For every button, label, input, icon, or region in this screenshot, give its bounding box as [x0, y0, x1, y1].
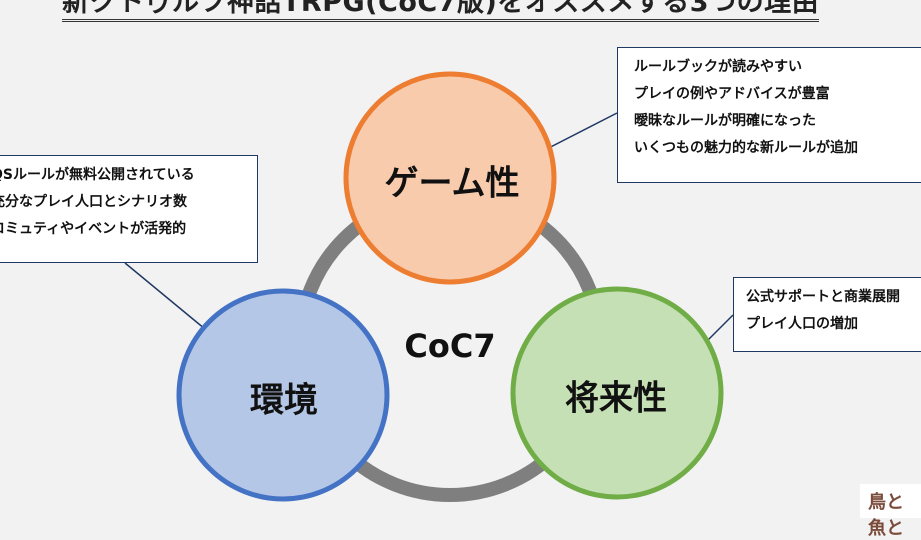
circle-left [176, 288, 390, 502]
label-environment: 環境 [250, 380, 318, 421]
label-game: ゲーム性 [384, 163, 520, 204]
box-future: 公式サポートと商業展開 プレイ人口の増加 [733, 277, 921, 352]
label-future: 将来性 [565, 378, 667, 419]
box-line: プレイの例やアドバイスが豊富 [634, 86, 830, 102]
circle-top [343, 71, 557, 285]
center-label: CoC7 [404, 327, 496, 365]
box-environment: QSルールが無料公開されている 充分なプレイ人口とシナリオ数 コミュティやイベン… [0, 155, 258, 263]
box-line: 曖昧なルールが明確になった [634, 113, 816, 129]
box-line: いくつもの魅力的な新ルールが追加 [634, 140, 858, 156]
box-line: QSルールが無料公開されている [0, 167, 195, 183]
diagram [124, 71, 734, 502]
page-title: 新クトゥルフ神話TRPG(CoC7版)をオススメする3つの理由 [62, 0, 820, 22]
logo-text: 鳥と魚と [868, 492, 904, 539]
site-logo: 鳥と魚と [860, 484, 921, 539]
circle-right [510, 286, 724, 500]
box-line: ルールブックが読みやすい [634, 59, 802, 75]
box-line: 公式サポートと商業展開 [746, 289, 900, 305]
box-line: コミュティやイベントが活発的 [0, 221, 187, 237]
box-line: プレイ人口の増加 [746, 316, 858, 332]
box-game: ルールブックが読みやすい プレイの例やアドバイスが豊富 曖昧なルールが明確になっ… [617, 47, 921, 183]
box-line: 充分なプレイ人口とシナリオ数 [0, 194, 187, 210]
